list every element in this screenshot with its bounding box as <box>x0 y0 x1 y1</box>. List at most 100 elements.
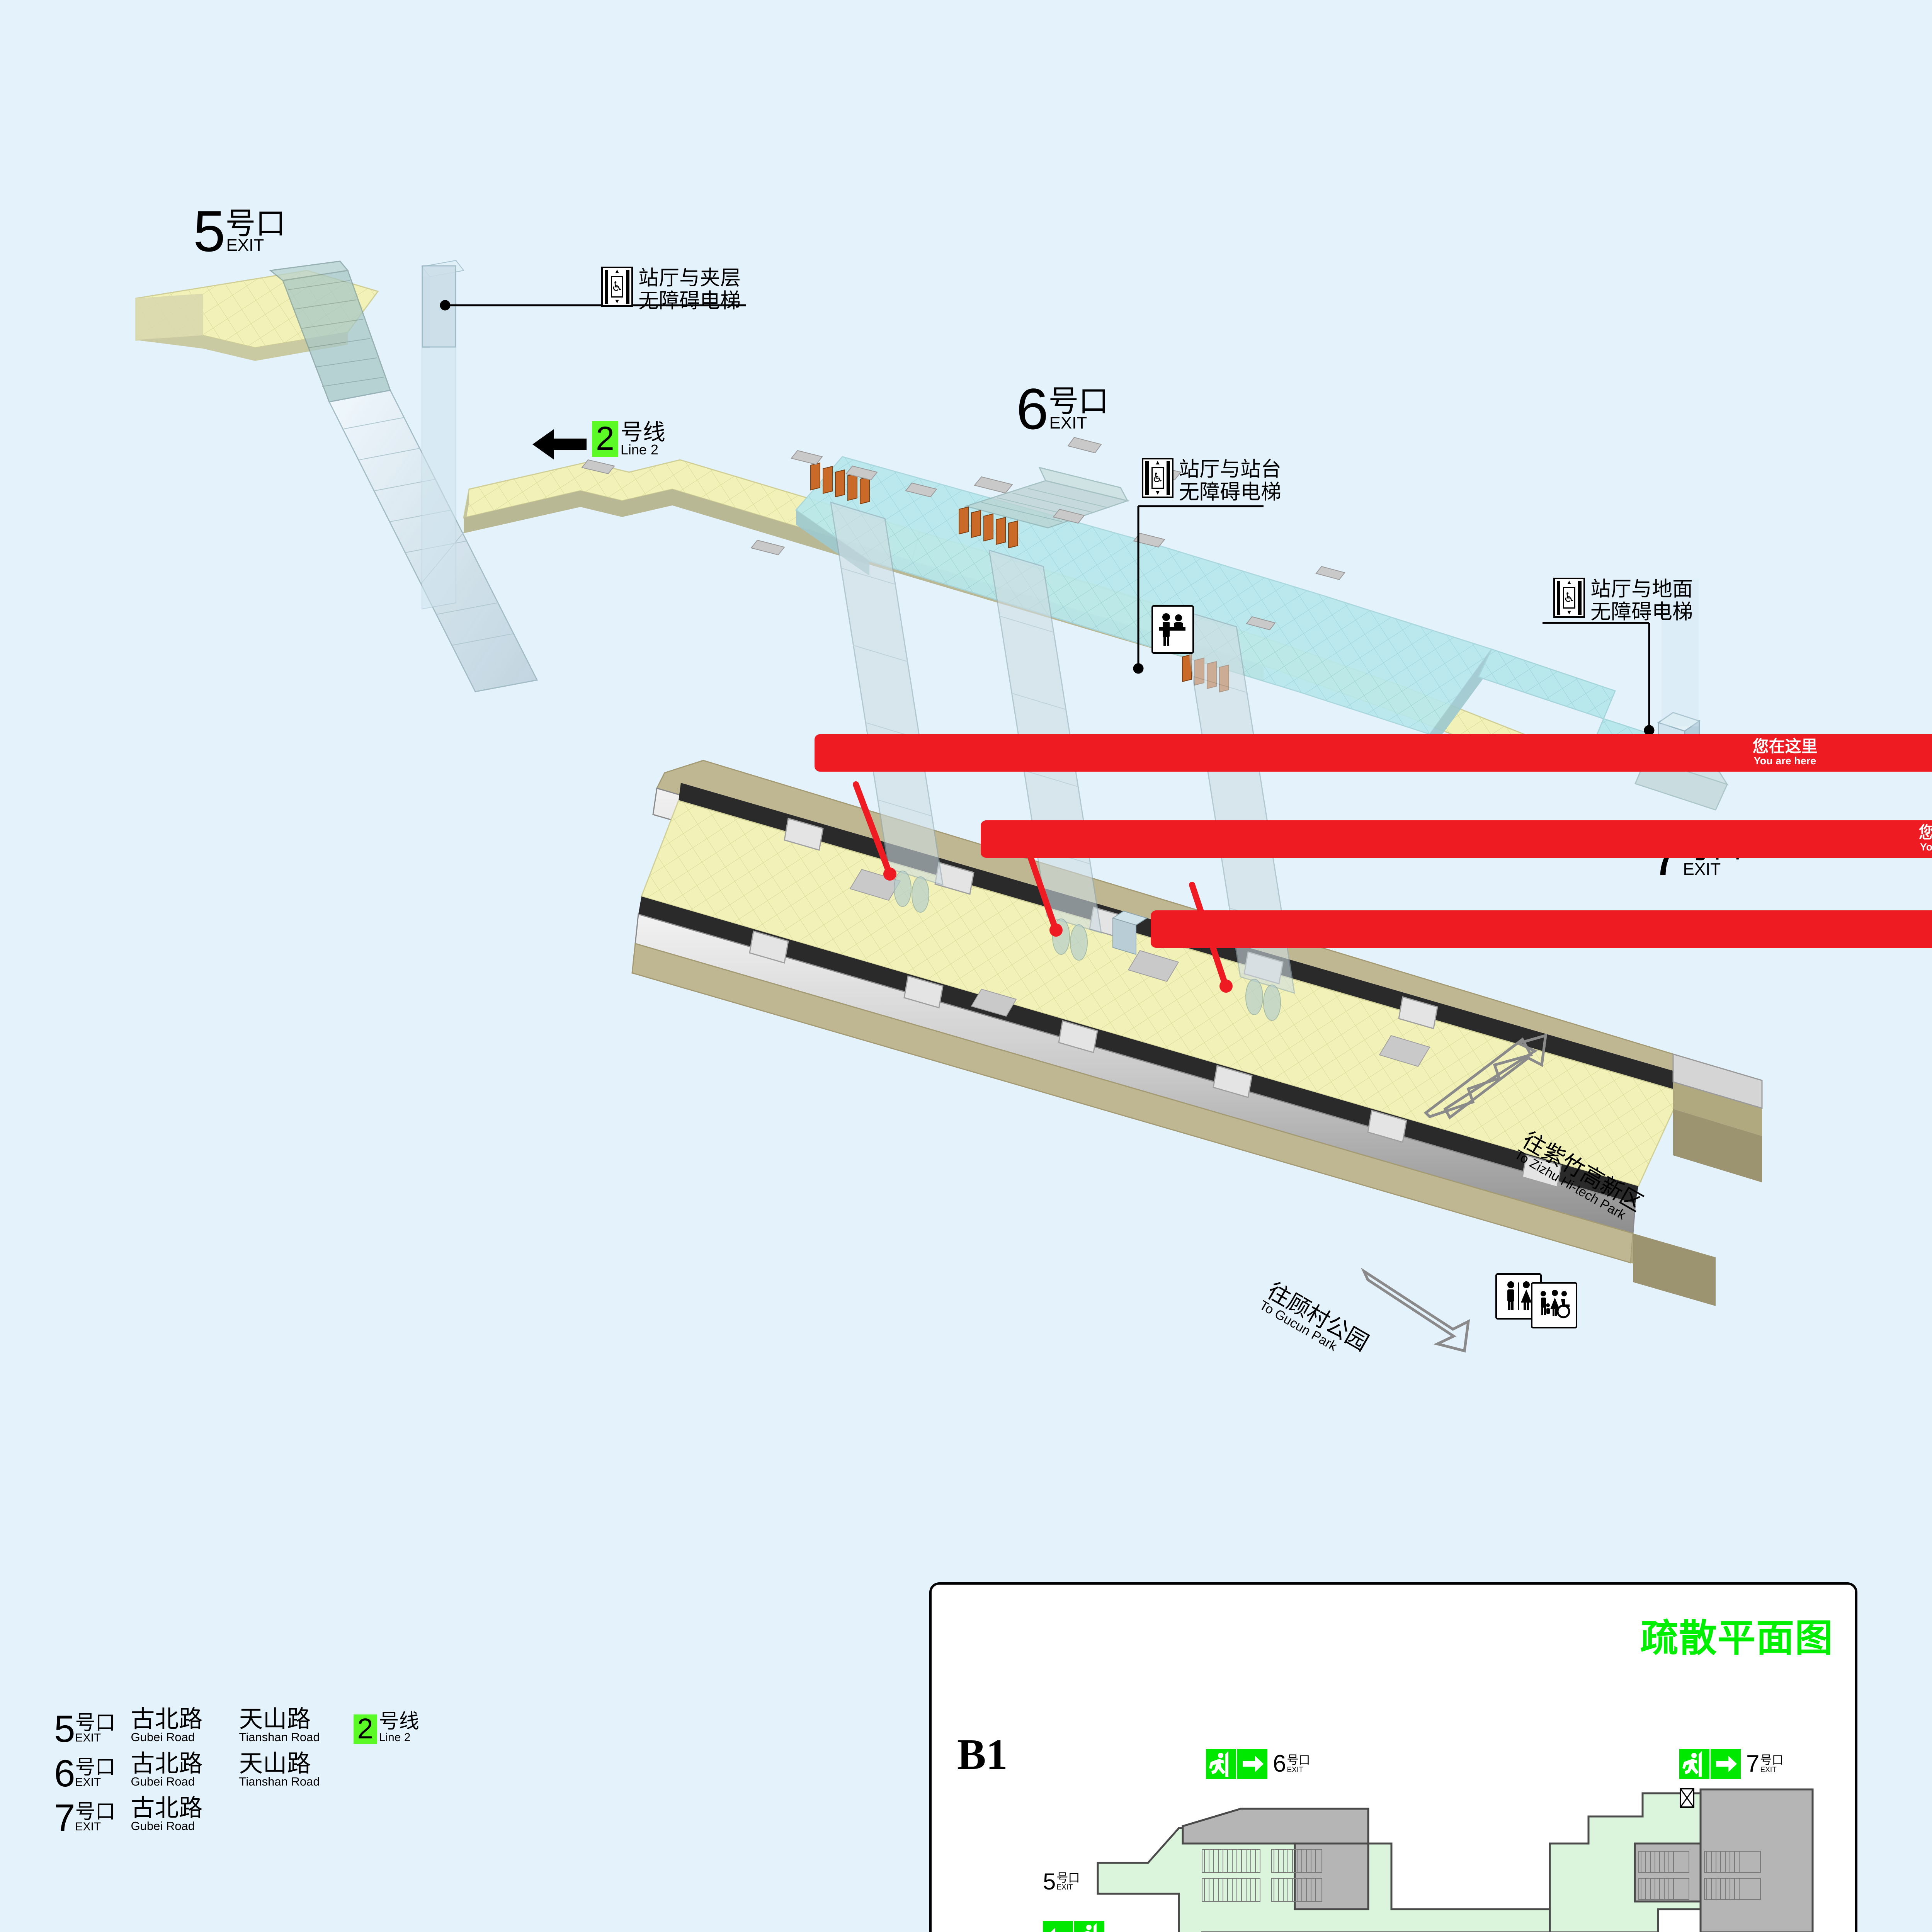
arrow-right-icon <box>1236 1749 1267 1779</box>
exit-sign-b1-7-number: 7 <box>1746 1750 1760 1777</box>
family-accessible-restroom-icon <box>1531 1282 1577 1328</box>
legend-exit-7-number: 7 <box>54 1796 75 1839</box>
legend-exit-5-line-badge: 2 号线 Line 2 <box>353 1709 419 1744</box>
line2-zh: 号线 <box>620 418 665 445</box>
station-3d-map: 5 号口 EXIT 6 号口 EXIT 7 号口 EXIT 2 号线 Line … <box>135 199 1932 1356</box>
legend-exit-row-7: 7 号口 EXIT 古北路 Gubei Road <box>54 1793 419 1839</box>
floor-label-b1: B1 <box>957 1731 1008 1779</box>
callout-elevator-concourse-mezzanine: ▲▼ ♿ 站厅与夹层 无障碍电梯 <box>601 267 741 313</box>
accessible-elevator-icon: ▲▼ ♿ <box>1142 458 1173 498</box>
legend-exit-row-5: 5 号口 EXIT 古北路 Gubei Road 天山路 Tianshan Ro… <box>54 1705 419 1750</box>
exit-5-en: EXIT <box>226 236 264 255</box>
you-are-here-dots <box>883 867 1233 993</box>
exit-5-hao: 号口 <box>225 206 286 241</box>
callout-leaders <box>440 300 1655 736</box>
exit6-escalator <box>964 466 1130 529</box>
running-person-icon <box>1073 1921 1104 1932</box>
platform-escalator-feet <box>894 871 1281 1021</box>
you-are-here-bubble: 您在这里 You are here <box>815 734 1932 772</box>
callout-elevator-concourse-platform: ▲▼ ♿ 站厅与站台 无障碍电梯 <box>1142 458 1281 504</box>
you-are-here-bubble: 您在这里 You are here <box>1151 910 1932 948</box>
legend-exit-5-en: EXIT <box>75 1731 101 1744</box>
direction-arrow-gucun <box>1361 1267 1470 1353</box>
callout-1-line1: 站厅与夹层 <box>638 266 741 290</box>
legend-exit-7-en: EXIT <box>75 1820 101 1833</box>
legend-exit-6-road-1-zh: 古北路 <box>131 1749 203 1777</box>
exit-sign-b1-exit-5-label: 5 号口 EXIT <box>1043 1869 1080 1895</box>
direction-arrow-zizhu2 <box>1443 1034 1548 1120</box>
exit-sign-b1-7-hao: 号口 <box>1760 1753 1784 1767</box>
platform-elevator-box <box>1112 910 1148 955</box>
callout-elevator-concourse-ground: ▲▼ ♿ 站厅与地面 无障碍电梯 <box>1553 578 1693 624</box>
exit-5-label: 5 号口 EXIT <box>193 199 286 264</box>
exit-6-number: 6 <box>1016 376 1048 441</box>
exit-sign-b1-6-en: EXIT <box>1287 1765 1303 1774</box>
exit-sign-b1-7-en: EXIT <box>1760 1765 1777 1774</box>
exit-sign-b1-exit-7: 7 号口 EXIT <box>1679 1749 1783 1779</box>
exit-sign-b1-5-en: EXIT <box>1056 1883 1073 1891</box>
callout-2-line2: 无障碍电梯 <box>1179 480 1281 504</box>
exit5-escalator <box>269 260 391 403</box>
line2-badge: 2 号线 Line 2 <box>592 421 665 457</box>
you-are-here-zh: 您在这里 <box>1752 737 1818 756</box>
exit-6-hao: 号口 <box>1048 384 1109 419</box>
you-are-here-zh: 您在这里 <box>1918 823 1932 842</box>
legend-exit-7-hao: 号口 <box>75 1800 116 1824</box>
platform-furniture <box>849 869 1430 1067</box>
b1-plan-drawing <box>1097 1788 1814 1932</box>
elevator-shaft-mezzanine <box>421 260 464 610</box>
exit-6-en: EXIT <box>1049 413 1087 432</box>
legend-exit-6-number: 6 <box>54 1752 75 1794</box>
running-person-icon <box>1206 1749 1236 1779</box>
legend-exit-5-line-en: Line 2 <box>379 1731 411 1744</box>
legend-exit-6-road-1-en: Gubei Road <box>131 1774 195 1788</box>
legend-exit-7-road-1-zh: 古北路 <box>131 1793 203 1822</box>
exit-sign-b1-6-hao: 号口 <box>1287 1753 1310 1767</box>
legend-exit-5-line-number: 2 <box>353 1714 377 1744</box>
service-center-icon <box>1151 605 1194 654</box>
legend-exit-5-hao: 号口 <box>75 1711 116 1735</box>
running-person-icon <box>1679 1749 1709 1779</box>
legend-exit-5-line-zh: 号线 <box>379 1709 419 1733</box>
legend-exit-5-number: 5 <box>54 1707 75 1750</box>
accessible-elevator-icon: ▲▼ ♿ <box>601 267 633 307</box>
legend-exit-6-hao: 号口 <box>75 1756 116 1779</box>
arrow-left-icon <box>1043 1921 1073 1932</box>
legend-exit-5-road-2-en: Tianshan Road <box>239 1730 320 1744</box>
callout-3-line2: 无障碍电梯 <box>1590 600 1693 624</box>
legend-exit-7-road-1-en: Gubei Road <box>131 1819 195 1833</box>
legend-exit-6-road-2-zh: 天山路 <box>239 1749 311 1777</box>
exit-sign-b1-5-hao: 号口 <box>1056 1871 1080 1885</box>
evacuation-plan-panel: 疏散平面图 B1 B3 <box>929 1582 1857 1932</box>
exit-sign-b1-exit-5 <box>1043 1921 1104 1932</box>
accessible-elevator-icon: ▲▼ ♿ <box>1553 578 1585 618</box>
callout-2-line1: 站厅与站台 <box>1179 457 1281 481</box>
exit-7-en: EXIT <box>1683 860 1721 879</box>
exit-5-number: 5 <box>193 199 225 264</box>
exit-sign-graphic <box>1206 1749 1267 1779</box>
arrow-right-icon <box>1709 1749 1741 1779</box>
line2-direction-arrow <box>532 427 587 464</box>
callout-1-line2: 无障碍电梯 <box>638 289 741 313</box>
exit-sign-b1-6-number: 6 <box>1273 1750 1286 1777</box>
exit-sign-b1-exit-6: 6 号口 EXIT <box>1206 1749 1310 1779</box>
exit-6-label: 6 号口 EXIT <box>1016 376 1109 441</box>
fare-gates-a <box>810 462 870 505</box>
fare-gates-b <box>959 506 1018 549</box>
exit-sign-b1-5-number: 5 <box>1043 1869 1056 1895</box>
you-are-here-en: You are here <box>1920 841 1932 853</box>
legend-exit-5-road-1-en: Gubei Road <box>131 1730 195 1744</box>
you-are-here-bubble: 您在这里 You are here <box>981 820 1932 858</box>
evacuation-plan-title: 疏散平面图 <box>1640 1616 1833 1660</box>
direction-arrow-zizhu <box>1423 1037 1533 1119</box>
legend-exit-5-road-1-zh: 古北路 <box>131 1705 203 1733</box>
legend-exit-6-road-2-en: Tianshan Road <box>239 1774 320 1788</box>
legend-exit-5-road-2-zh: 天山路 <box>239 1705 311 1733</box>
line2-number: 2 <box>592 421 618 457</box>
callout-3-line1: 站厅与地面 <box>1590 577 1693 601</box>
legend-exit-list: 5 号口 EXIT 古北路 Gubei Road 天山路 Tianshan Ro… <box>54 1705 419 1839</box>
legend-exit-6-en: EXIT <box>75 1776 101 1789</box>
you-are-here-zh: 您在这里 <box>1158 914 1932 931</box>
platform-screen-doors <box>749 818 1562 1188</box>
you-are-here-en: You are here <box>1753 755 1816 767</box>
